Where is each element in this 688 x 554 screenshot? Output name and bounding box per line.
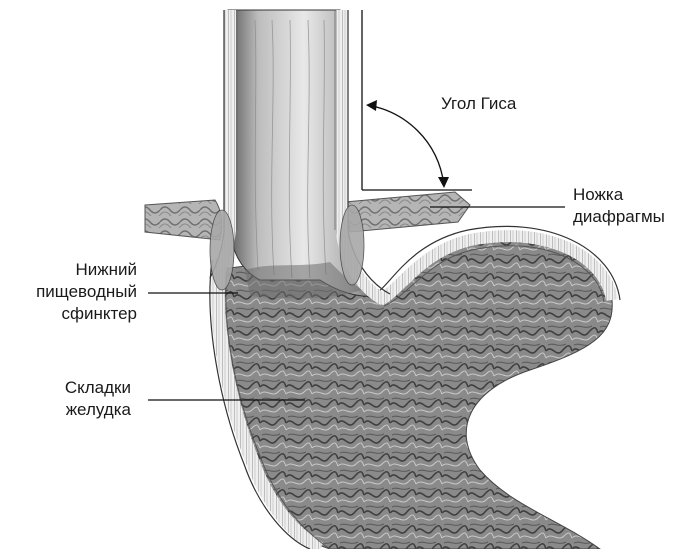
label-folds-line-1: Складки <box>65 377 131 399</box>
lower-sphincter-left-bulge <box>210 210 234 290</box>
label-les-line-3: сфинктер <box>36 303 137 325</box>
his-angle-arrow-bottom <box>438 177 449 188</box>
label-les-line-2: пищеводный <box>36 281 137 303</box>
label-crus-line-2: диафрагмы <box>573 206 665 228</box>
label-his-angle-text: Угол Гиса <box>441 93 516 115</box>
label-les-line-1: Нижний <box>36 259 137 281</box>
lower-sphincter-right-bulge <box>340 205 364 285</box>
label-folds-line-2: желудка <box>65 399 131 421</box>
label-diaphragm-crus: Ножка диафрагмы <box>573 184 665 228</box>
his-angle-arrow-top <box>366 100 377 111</box>
diaphragm-left-crus <box>145 200 222 240</box>
label-his-angle: Угол Гиса <box>441 93 516 115</box>
diaphragm-right-crus <box>345 192 470 232</box>
his-angle-arc <box>368 105 444 185</box>
label-crus-line-1: Ножка <box>573 184 665 206</box>
label-gastric-folds: Складки желудка <box>65 377 131 421</box>
label-lower-esophageal-sphincter: Нижний пищеводный сфинктер <box>36 259 137 325</box>
